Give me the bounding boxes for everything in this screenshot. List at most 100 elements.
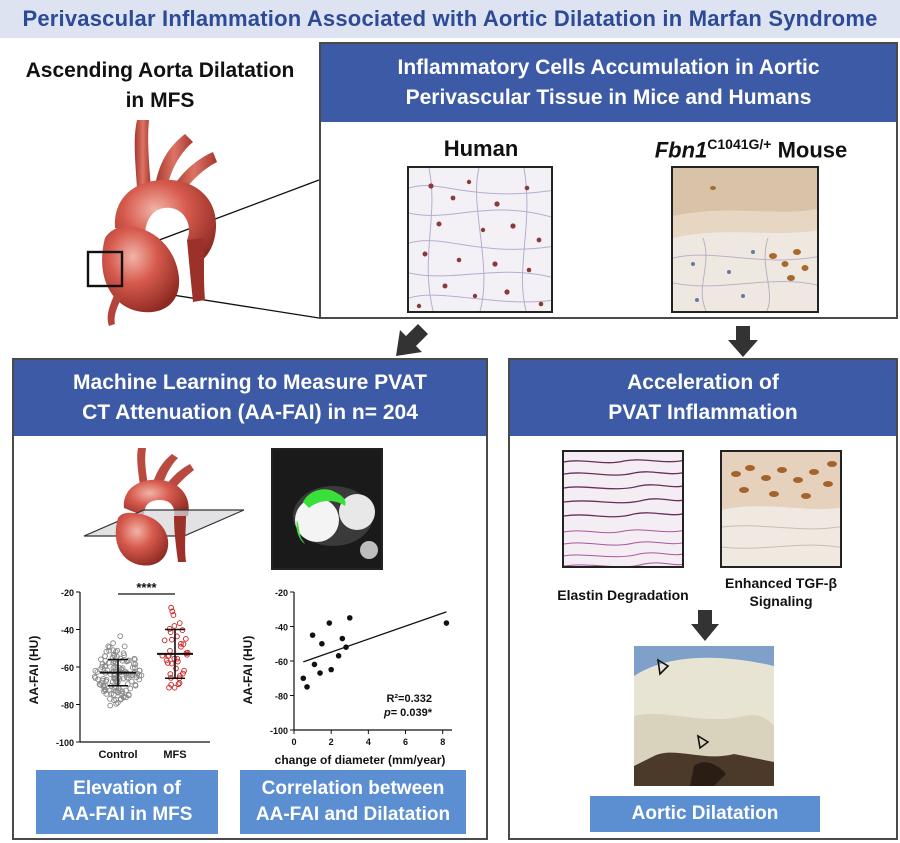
arrow-down-left bbox=[396, 324, 428, 356]
arrowhead-marker-bottom bbox=[696, 734, 710, 750]
mfs-point bbox=[176, 620, 183, 626]
mfs-point bbox=[168, 604, 175, 611]
correlation-line1: Correlation between bbox=[261, 778, 445, 799]
chart1-y-tick-label: -20 bbox=[61, 588, 74, 598]
control-point bbox=[99, 664, 105, 670]
aorta-illustration bbox=[86, 120, 217, 326]
chart1-x-tick-label: MFS bbox=[163, 749, 186, 761]
trendline bbox=[303, 611, 447, 663]
mouse-label: Fbn1C1041G/+ Mouse bbox=[621, 136, 881, 163]
human-histology-image bbox=[407, 166, 553, 313]
control-point bbox=[117, 696, 124, 703]
correlation-point bbox=[443, 620, 450, 626]
dilatation-photo-graphic bbox=[634, 646, 774, 786]
mfs-point bbox=[167, 671, 174, 677]
mfs-point bbox=[181, 667, 187, 674]
ml-heading-line2: CT Attenuation (AA-FAI) in n= 204 bbox=[82, 401, 418, 424]
control-point bbox=[92, 675, 99, 681]
arrow-down-right bbox=[728, 326, 758, 357]
mfs-point bbox=[163, 657, 170, 664]
elevation-line1: Elevation of bbox=[73, 778, 181, 799]
control-point bbox=[107, 671, 114, 677]
chart2-y-tick-label: -100 bbox=[270, 726, 288, 736]
elevation-box: Elevation of AA-FAI in MFS bbox=[36, 770, 218, 834]
control-point bbox=[128, 678, 135, 685]
control-point bbox=[108, 690, 115, 697]
chart2-x-tick-label: 8 bbox=[440, 737, 445, 747]
mfs-point bbox=[167, 629, 174, 635]
correlation-box: Correlation between AA-FAI and Dilatatio… bbox=[240, 770, 466, 834]
left-heading: Ascending Aorta Dilatation in MFS bbox=[10, 56, 310, 116]
correlation-point bbox=[328, 666, 334, 673]
correlation-point bbox=[343, 644, 349, 650]
control-point bbox=[107, 702, 114, 709]
elastin-texture bbox=[564, 459, 682, 566]
chart2-xlabel: change of diameter (mm/year) bbox=[275, 753, 446, 767]
control-point bbox=[131, 655, 138, 662]
chart1-y-tick-label: -60 bbox=[61, 663, 74, 673]
mfs-point bbox=[178, 643, 184, 650]
chart1-significance: **** bbox=[136, 580, 157, 595]
control-point bbox=[121, 643, 128, 650]
aortic-dilatation-photo bbox=[634, 646, 774, 786]
control-point bbox=[101, 686, 108, 693]
correlation-line2: AA-FAI and Dilatation bbox=[255, 804, 451, 825]
chart2-p-text: = 0.039* bbox=[391, 707, 433, 719]
control-point bbox=[127, 685, 134, 692]
arrowhead-marker-top bbox=[656, 658, 670, 676]
chart1-mean-sd-bars bbox=[100, 593, 193, 687]
correlation-point bbox=[304, 684, 310, 690]
ml-heading-line1: Machine Learning to Measure PVAT bbox=[73, 371, 427, 394]
chart1-y-tick-label: -40 bbox=[61, 626, 74, 636]
control-point bbox=[138, 672, 145, 679]
control-point bbox=[102, 662, 109, 669]
control-point bbox=[121, 652, 128, 659]
chart2-x-tick-label: 0 bbox=[291, 737, 296, 747]
control-point bbox=[136, 667, 143, 674]
mfs-point bbox=[161, 637, 168, 644]
top-panel: Inflammatory Cells Accumulation in Aorti… bbox=[319, 42, 898, 319]
human-label: Human bbox=[443, 136, 519, 161]
chart1-ylabel: AA-FAI (HU) bbox=[27, 636, 41, 705]
chart2-x-tick-label: 6 bbox=[403, 737, 408, 747]
aortic-dilatation-box: Aortic Dilatation bbox=[590, 796, 820, 832]
control-point bbox=[136, 672, 143, 679]
chart2-x-tick-label: 2 bbox=[329, 737, 334, 747]
mouse-histology-image bbox=[671, 166, 819, 313]
control-point bbox=[136, 676, 142, 683]
ml-panel-header: Machine Learning to Measure PVAT CT Atte… bbox=[14, 360, 486, 436]
elastin-label: Elastin Degradation bbox=[557, 587, 689, 603]
tgf-label-line1: Enhanced TGF-β bbox=[725, 575, 837, 591]
control-point bbox=[106, 644, 113, 650]
acceleration-heading-line1: Acceleration of bbox=[627, 371, 779, 394]
correlation-point bbox=[317, 670, 323, 676]
mfs-point bbox=[171, 623, 178, 629]
arrow-down-dilatation bbox=[691, 610, 719, 641]
mfs-point bbox=[169, 608, 176, 615]
control-point bbox=[110, 640, 116, 647]
ml-panel: Machine Learning to Measure PVAT CT Atte… bbox=[12, 358, 488, 840]
control-point bbox=[132, 664, 138, 671]
chart2-pvalue: p= 0.039* bbox=[383, 707, 433, 719]
control-point bbox=[113, 700, 120, 707]
chart2-ylabel: AA-FAI (HU) bbox=[241, 636, 255, 705]
mouse-gene: Fbn1 bbox=[654, 137, 708, 163]
control-point bbox=[100, 682, 107, 689]
tgf-histology-image bbox=[720, 450, 842, 568]
correlation-point bbox=[346, 615, 353, 621]
mfs-point bbox=[166, 684, 172, 691]
tgf-texture bbox=[722, 452, 840, 549]
mfs-point bbox=[176, 680, 183, 686]
control-point bbox=[124, 658, 131, 664]
control-point bbox=[117, 633, 124, 640]
mfs-point bbox=[167, 647, 173, 654]
control-point bbox=[113, 687, 119, 694]
ct-scan-graphic bbox=[273, 450, 381, 568]
left-heading-line2: in MFS bbox=[125, 89, 195, 112]
control-point bbox=[130, 664, 136, 671]
mfs-point bbox=[168, 660, 175, 667]
mfs-point bbox=[175, 681, 182, 688]
control-point bbox=[94, 669, 101, 675]
